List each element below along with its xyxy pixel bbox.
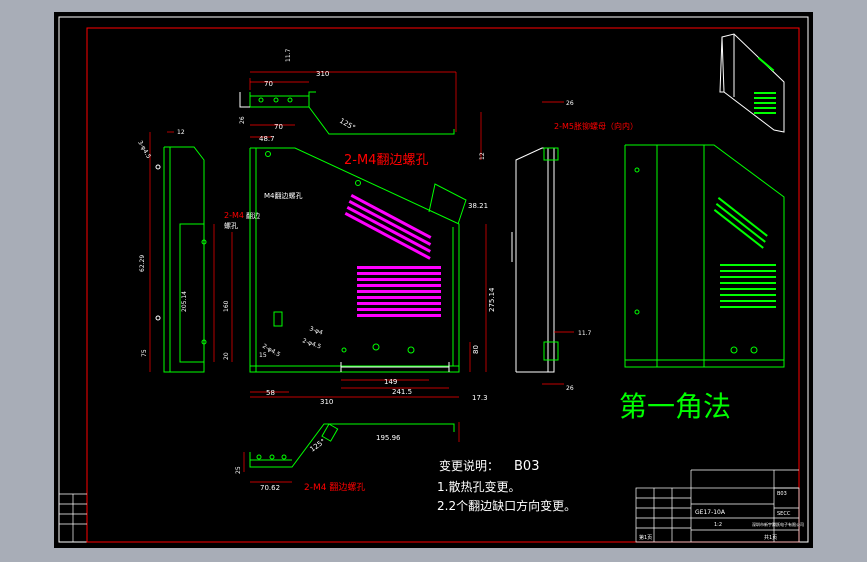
dim-241-5: 241.5 xyxy=(392,388,412,396)
isometric-vents xyxy=(754,56,776,114)
dim-26-right-bottom: 26 xyxy=(566,385,574,392)
dim-205-14: 205.14 xyxy=(181,291,188,312)
title-revision: B03 xyxy=(777,491,787,497)
dim-75: 75 xyxy=(141,349,148,357)
dim-62-29: 62.29 xyxy=(139,255,146,272)
change-notes: 变更说明： B03 1.散热孔变更。 2.2个翻边缺口方向变更。 xyxy=(437,458,576,513)
label-m4-side-suffix: 翻边 xyxy=(246,211,260,220)
dim-275-14: 275.14 xyxy=(488,287,496,312)
dim-58: 58 xyxy=(266,389,275,397)
dim-15: 15 xyxy=(259,352,267,359)
isometric-view xyxy=(719,33,785,133)
dim-310-top: 310 xyxy=(316,70,329,78)
slanted-vent-grid xyxy=(344,194,432,260)
label-m4-side-hole: 螺孔 xyxy=(224,221,238,230)
change-title: 变更说明： xyxy=(439,458,499,473)
title-sheet-total: 共1页 xyxy=(764,534,777,541)
dim-310-bottom: 310 xyxy=(320,398,333,406)
dim-3-phi4: 3-φ4 xyxy=(308,325,323,336)
rear-slanted-vents xyxy=(713,197,768,249)
left-side-dims xyxy=(149,131,233,372)
dim-70-top: 70 xyxy=(264,80,273,88)
inner-frame xyxy=(86,27,800,543)
dim-125-bottom: 125° xyxy=(309,437,327,453)
dim-2-phi45-b: 2-φ4.5 xyxy=(301,337,322,350)
dim-12-top: 12 xyxy=(479,152,486,160)
label-m4-flange: 2-M4翻边螺孔 xyxy=(344,153,428,168)
rect-vent-grid xyxy=(357,266,441,317)
dim-70-front: 70 xyxy=(274,123,283,131)
bottom-view xyxy=(249,423,455,468)
change-item-2: 2.2个翻边缺口方向变更。 xyxy=(437,498,576,513)
front-view xyxy=(249,147,467,373)
right-side-dims xyxy=(542,101,574,385)
label-m4-flange-small: M4翻边螺孔 xyxy=(264,191,303,200)
title-block xyxy=(635,469,800,543)
dim-70-62: 70.62 xyxy=(260,484,280,492)
projection-label: 第一角法 xyxy=(619,390,731,423)
dim-160: 160 xyxy=(223,300,230,312)
bottom-view-dims xyxy=(243,422,460,483)
dim-195-96: 195.96 xyxy=(376,434,401,442)
rear-rect-vents xyxy=(720,264,776,308)
dim-12-left: 12 xyxy=(177,129,185,136)
change-item-1: 1.散热孔变更。 xyxy=(437,479,520,494)
dim-125: 125° xyxy=(338,117,357,132)
cad-drawing: 310 70 11.7 26 125° 12 12 3-φ4.5 62.29 2… xyxy=(58,16,809,543)
dim-17-3: 17.3 xyxy=(472,394,488,402)
dim-26-right-top: 26 xyxy=(566,100,574,107)
right-side-view xyxy=(511,147,559,373)
title-drawing-no: GE17-10A xyxy=(695,509,726,516)
title-sheet: 第1页 xyxy=(639,534,652,541)
front-view-dims xyxy=(250,124,487,398)
dim-26-top: 26 xyxy=(239,116,246,124)
title-scale: 1:2 xyxy=(714,522,722,528)
dim-25: 25 xyxy=(235,466,242,474)
label-m4-bottom: 2-M4 翻边螺孔 xyxy=(304,482,365,493)
dim-48-7: 48.7 xyxy=(259,135,275,143)
dim-80: 80 xyxy=(472,345,480,354)
top-view xyxy=(239,91,455,135)
dim-38-21: 38.21 xyxy=(468,202,488,210)
label-m4-side: 2-M4 xyxy=(224,211,244,220)
top-view-dims xyxy=(249,71,482,160)
dim-11-7-right: 11.7 xyxy=(578,330,592,337)
title-company: 深圳市新宇腾跃电子有限公司 xyxy=(752,521,804,527)
drawing-sheet: 310 70 11.7 26 125° 12 12 3-φ4.5 62.29 2… xyxy=(54,12,813,548)
dim-149: 149 xyxy=(384,378,397,386)
dim-20: 20 xyxy=(223,352,230,360)
left-side-view xyxy=(155,146,207,373)
title-material: SECC xyxy=(777,511,791,517)
rear-view xyxy=(624,144,785,368)
left-revision-block xyxy=(59,493,87,542)
dim-11-7: 11.7 xyxy=(285,48,292,62)
change-rev: B03 xyxy=(514,459,539,474)
label-m5-nut: 2-M5胀铆螺母（向内） xyxy=(554,121,638,131)
